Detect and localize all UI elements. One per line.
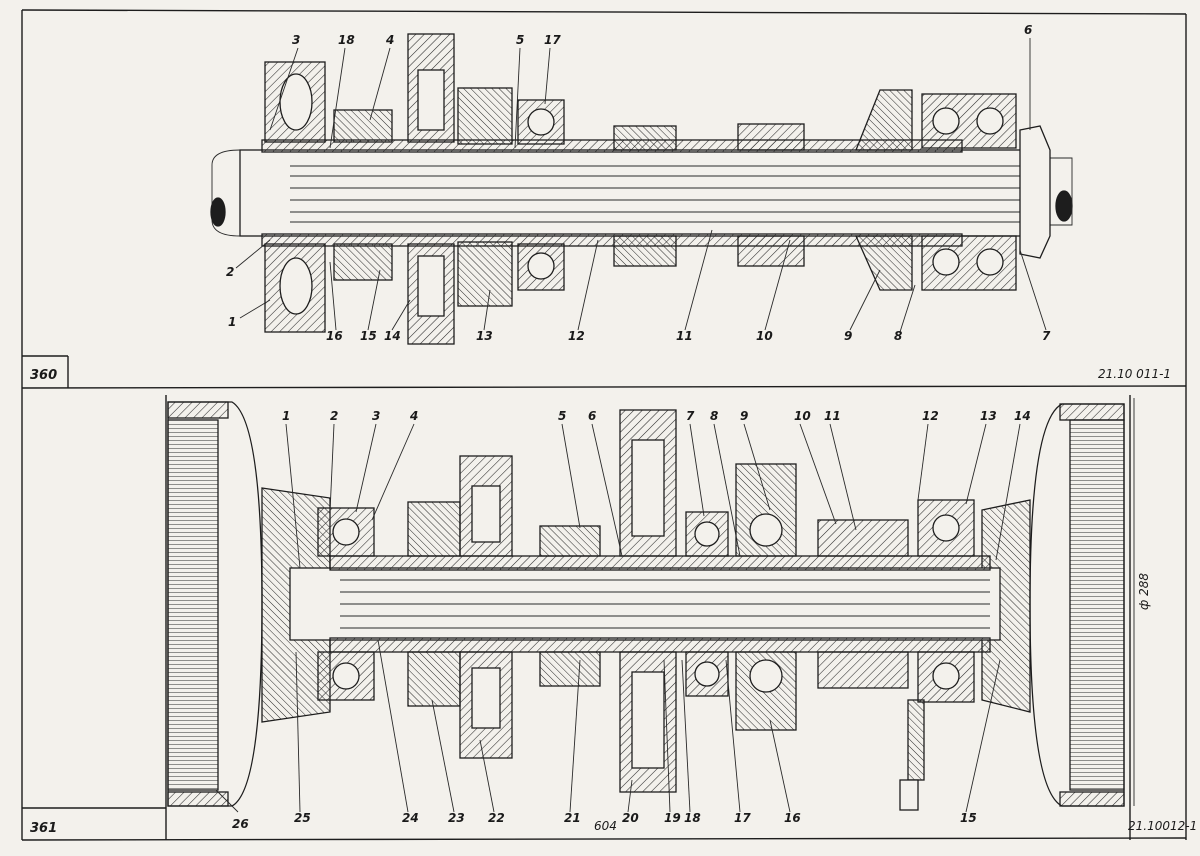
panel-frames [21, 9, 1187, 841]
callout-6: 6 [588, 409, 596, 423]
callout-16: 16 [784, 811, 801, 825]
callout-7: 7 [686, 409, 695, 423]
callout-13: 13 [980, 409, 997, 423]
diameter-dimension: ф 288 [1137, 573, 1151, 610]
callout-5: 5 [558, 409, 566, 423]
callout-14: 14 [1014, 409, 1031, 423]
callout-8: 8 [710, 409, 718, 423]
callout-20: 20 [622, 811, 639, 825]
callout-14: 14 [384, 329, 401, 343]
callout-15: 15 [360, 329, 377, 343]
callout-22: 22 [488, 811, 505, 825]
callout-16: 16 [326, 329, 343, 343]
callout-9: 9 [740, 409, 748, 423]
figure-361-labels: 361 21.10012-1 604 ф 288 1 2 3 4 5 6 7 8… [30, 409, 1197, 836]
callout-21: 21 [564, 811, 581, 825]
callout-18: 18 [684, 811, 701, 825]
callout-26: 26 [232, 817, 249, 831]
figure-361-drawing [167, 398, 1135, 813]
figure-number-360: 360 [30, 368, 57, 383]
callout-4: 4 [409, 409, 418, 423]
callout-1: 1 [282, 409, 290, 423]
callout-10: 10 [794, 409, 811, 423]
callout-8: 8 [894, 329, 902, 343]
callout-25: 25 [294, 811, 311, 825]
callout-2: 2 [330, 409, 338, 423]
callout-9: 9 [844, 329, 852, 343]
callout-1: 1 [228, 315, 236, 329]
callout-6: 6 [1024, 23, 1032, 37]
callout-11: 11 [676, 329, 693, 343]
callout-17: 17 [544, 33, 561, 47]
callout-17: 17 [734, 811, 751, 825]
callout-5: 5 [516, 33, 524, 47]
drawing-code-361: 21.10012-1 [1128, 819, 1197, 833]
callout-2: 2 [226, 265, 234, 279]
callout-13: 13 [476, 329, 493, 343]
callout-12: 12 [568, 329, 585, 343]
callout-3: 3 [292, 33, 300, 47]
callout-4: 4 [385, 33, 394, 47]
callout-7: 7 [1042, 329, 1051, 343]
page-number: 604 [594, 819, 617, 833]
callout-19: 19 [664, 811, 681, 825]
figure-360-labels: 360 21.10 011-1 3 18 4 5 17 6 2 1 16 15 … [30, 23, 1171, 383]
callout-15: 15 [960, 811, 977, 825]
callout-23: 23 [448, 811, 465, 825]
callout-18: 18 [338, 33, 355, 47]
callout-3: 3 [372, 409, 380, 423]
callout-10: 10 [756, 329, 773, 343]
figure-360-drawing [210, 33, 1073, 345]
callout-11: 11 [824, 409, 841, 423]
drawing-code-360: 21.10 011-1 [1098, 367, 1171, 381]
callout-24: 24 [402, 811, 419, 825]
figure-number-361: 361 [30, 821, 57, 836]
callout-12: 12 [922, 409, 939, 423]
